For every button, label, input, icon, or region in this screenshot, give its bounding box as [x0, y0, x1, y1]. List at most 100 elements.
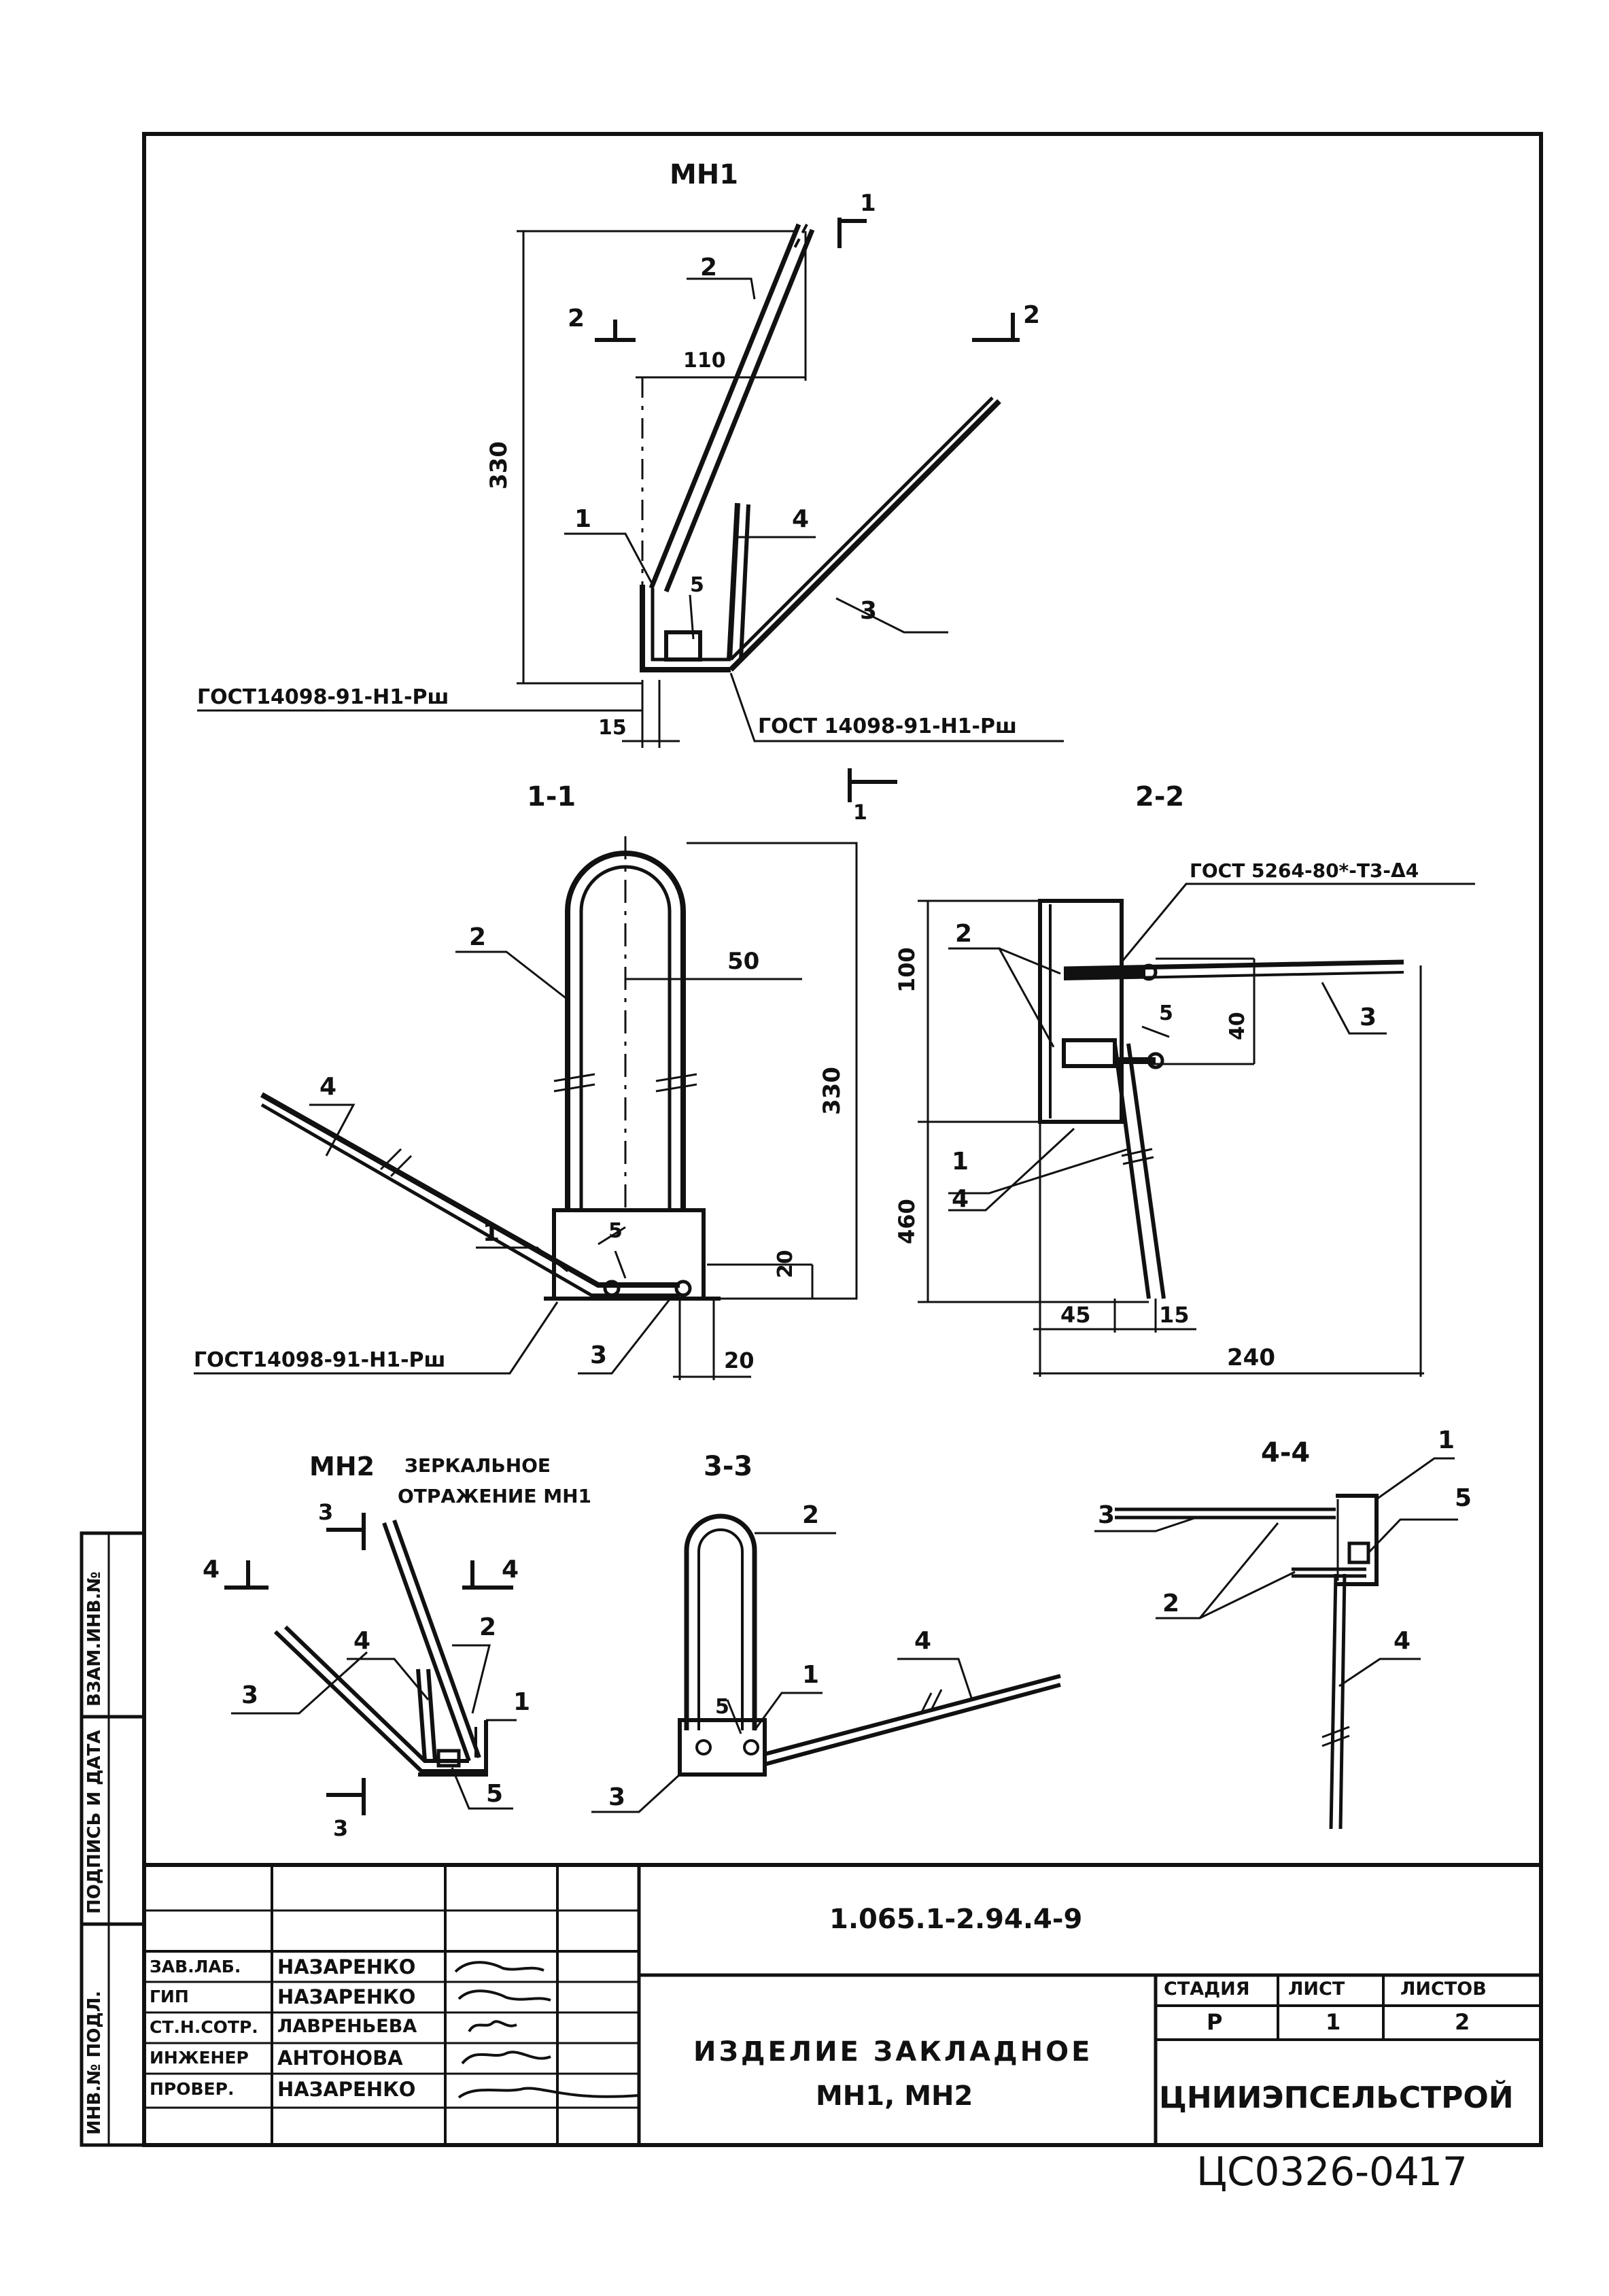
weld-note-d: ГОСТ 5264-80*-Т3-Δ4 [1190, 859, 1419, 882]
mn1-pos-5: 5 [690, 573, 704, 597]
s33-plate-1 [678, 1718, 767, 1777]
mn2-bar-2 [382, 1519, 481, 1762]
section-2-2-title: 2-2 [1135, 781, 1184, 812]
staff-name-1: НАЗАРЕНКО [277, 1985, 416, 2008]
sheet-header: ЛИСТ [1288, 1978, 1345, 2000]
staff-name-3: АНТОНОВА [277, 2046, 403, 2070]
mn1-cut-2-right: 2 [1023, 301, 1040, 329]
archive-number: 17 [1417, 2148, 1468, 2195]
mn2-plate-1 [418, 1720, 488, 1777]
mn1-cut-2-left: 2 [568, 305, 585, 332]
product-title-line2: МН1, МН2 [816, 2080, 973, 2112]
doc-code: 1.065.1-2.94.4-9 [829, 1904, 1083, 1935]
mn2-bar-4 [416, 1668, 437, 1762]
s22-dim-depth: 40 [1226, 1012, 1249, 1040]
s22-pos-3: 3 [1360, 1004, 1377, 1031]
mn1-bar-4 [727, 502, 740, 660]
s44-bar-3 [1115, 1507, 1336, 1520]
s44-pos-1: 1 [1438, 1426, 1455, 1454]
s33-bar-4 [764, 1674, 1061, 1766]
mn2-cut-4-right: 4 [502, 1556, 519, 1583]
s33-pos-1: 1 [802, 1661, 819, 1689]
s44-bar-4 [1329, 1573, 1347, 1830]
s22-dim-bottom: 460 [894, 1199, 920, 1244]
title-block-grid [144, 1865, 1541, 2145]
archive-code: ЦС0326-04 [1196, 2148, 1419, 2195]
s22-dim-left: 45 [1060, 1302, 1091, 1328]
s22-pos-5: 5 [1159, 1001, 1173, 1025]
s22-item-5 [1062, 1038, 1117, 1068]
mn2-cut-4-left: 4 [203, 1556, 220, 1583]
s33-pos-3: 3 [608, 1783, 625, 1811]
staff-name-2: ЛАВРЕНЬЕВА [277, 2016, 417, 2037]
s22-pos-2: 2 [955, 920, 972, 948]
staff-role-3: ИНЖЕНЕР [150, 2048, 249, 2068]
mn1-dim-gap: 15 [598, 716, 627, 740]
sheets-header: ЛИСТОВ [1400, 1978, 1487, 2000]
sheet-value: 1 [1326, 2009, 1341, 2035]
view-section-1-1: 1-1 330 50 20 20 2 1 4 5 3 ГОСТ14098-91-… [194, 781, 858, 1380]
s11-pos-4: 4 [319, 1073, 336, 1101]
weld-note-b: ГОСТ 14098-91-Н1-Рш [758, 715, 1017, 738]
signatures [454, 1961, 640, 2099]
mn1-pos-4: 4 [792, 505, 809, 533]
s11-pos-3: 3 [590, 1341, 607, 1369]
staff-role-1: ГИП [150, 1987, 189, 2006]
weld-note-c: ГОСТ14098-91-Н1-Рш [194, 1348, 445, 1372]
s33-pos-5: 5 [715, 1695, 729, 1719]
s11-pos-2: 2 [469, 923, 486, 951]
mn2-pos-5: 5 [486, 1780, 503, 1808]
mn1-dim-height: 330 [485, 441, 513, 490]
side-label-sign: ПОДПИСЬ И ДАТА [84, 1730, 105, 1914]
mn1-pos-1: 1 [574, 505, 591, 533]
s44-pos-2: 2 [1162, 1590, 1179, 1617]
view-section-3-3: 3-3 2 5 1 4 3 [591, 1451, 1061, 1813]
s22-dim-top: 100 [894, 947, 920, 993]
s22-bar-3 [1063, 959, 1404, 972]
sheets-value: 2 [1455, 2009, 1470, 2035]
s11-pos-1: 1 [483, 1219, 500, 1247]
s44-pos-3: 3 [1098, 1501, 1115, 1529]
s11-dim-plate: 20 [774, 1250, 797, 1278]
s44-item-5 [1347, 1541, 1370, 1564]
s11-dim-width: 50 [727, 948, 759, 975]
s22-pos-1: 1 [952, 1148, 969, 1176]
view-section-4-4: 4-4 3 2 1 5 4 [1094, 1426, 1472, 1830]
staff-name-4: НАЗАРЕНКО [277, 2078, 416, 2101]
mn2-pos-3: 3 [241, 1681, 258, 1709]
s33-pos-4: 4 [914, 1627, 931, 1655]
section-1-1-title: 1-1 [527, 781, 576, 812]
mn1-title: МН1 [670, 159, 738, 190]
mn1-plate-1 [640, 585, 731, 672]
stage-value: Р [1207, 2009, 1223, 2035]
view-section-2-2: 2-2 100 460 40 45 15 240 2 1 4 5 3 ГОСТ … [894, 781, 1475, 1377]
organization: ЦНИИЭПСЕЛЬСТРОЙ [1159, 2080, 1514, 2115]
mn1-pos-3: 3 [860, 597, 877, 625]
mn1-cut-1-bottom: 1 [853, 801, 867, 825]
s44-plate-1 [1336, 1494, 1379, 1586]
s11-bar-4 [260, 1092, 680, 1288]
s22-plate-1 [1038, 899, 1124, 1124]
view-mn2: МН2 ЗЕРКАЛЬНОЕ ОТРАЖЕНИЕ МН1 3 4 2 1 5 4… [203, 1452, 591, 1841]
mn1-bar-2 [648, 223, 801, 589]
section-4-4-title: 4-4 [1261, 1437, 1310, 1469]
mn2-pos-1: 1 [513, 1688, 530, 1716]
view-mn1: МН1 330 110 15 1 2 3 4 [197, 159, 1064, 825]
s33-u-bar-2 [684, 1513, 757, 1730]
s22-dim-total: 240 [1227, 1344, 1275, 1371]
mn2-pos-2: 2 [479, 1613, 496, 1641]
s11-dim-end: 20 [724, 1348, 755, 1373]
mn2-note-2: ОТРАЖЕНИЕ МН1 [398, 1485, 591, 1507]
staff-role-4: ПРОВЕР. [150, 2079, 235, 2099]
s44-pos-4: 4 [1394, 1627, 1411, 1655]
side-strip: ВЗАМ.ИНВ.№ ПОДПИСЬ И ДАТА ИНВ.№ ПОДЛ. [80, 1531, 146, 2147]
mn2-pos-4: 4 [353, 1627, 370, 1655]
sheet-frame [142, 132, 1543, 2147]
mn2-note-1: ЗЕРКАЛЬНОЕ [404, 1454, 551, 1477]
staff-role-0: ЗАВ.ЛАБ. [150, 1957, 241, 1976]
mn2-cut-3-bottom: 3 [333, 1815, 348, 1841]
s33-pos-2: 2 [802, 1501, 819, 1529]
stage-header: СТАДИЯ [1164, 1978, 1250, 2000]
s11-pos-5: 5 [608, 1219, 623, 1243]
